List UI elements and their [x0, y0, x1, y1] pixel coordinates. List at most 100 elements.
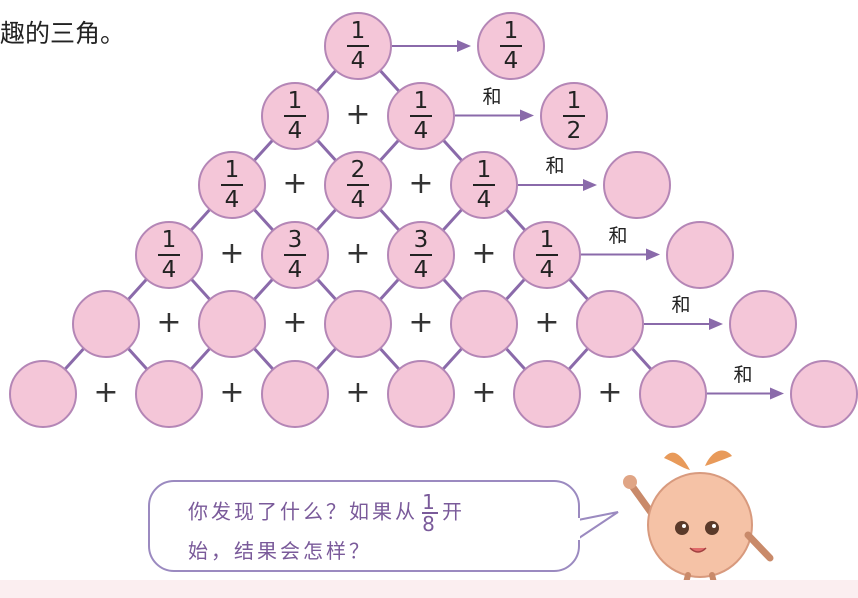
fraction-denominator: 4: [350, 187, 366, 213]
fraction-bar: [347, 45, 369, 47]
fraction-numerator: 1: [566, 87, 582, 114]
fraction-bar: [347, 184, 369, 186]
triangle-cell: [324, 290, 392, 358]
fraction-numerator: 1: [503, 18, 519, 44]
triangle-cell: [387, 359, 455, 428]
plus-sign: +: [345, 374, 371, 410]
plus-sign: +: [471, 235, 497, 271]
triangle-cell: [72, 290, 140, 358]
fraction-bar: [500, 45, 522, 47]
plus-sign: +: [408, 166, 434, 201]
triangle-cell: [9, 359, 77, 428]
bubble-line1-before: 你发现了什么？如果从: [188, 499, 418, 524]
sum-label: 和: [671, 294, 691, 316]
fraction-denominator: 4: [287, 117, 303, 144]
fraction-bar: [221, 184, 243, 186]
fraction-bar: [563, 114, 585, 117]
fraction-denominator: 4: [539, 256, 555, 283]
arrow-head: [709, 318, 723, 330]
triangle-cell: [261, 359, 329, 428]
sum-label: 和: [482, 85, 502, 108]
sum-label: 和: [608, 224, 628, 247]
fraction-denominator: 4: [224, 187, 240, 213]
sum-cell: [666, 220, 734, 289]
plus-sign: +: [471, 374, 497, 410]
fraction-denominator: 2: [566, 117, 582, 144]
fraction-bar: [284, 253, 306, 256]
plus-sign: +: [93, 374, 119, 410]
sum-cell: [603, 151, 671, 219]
arrow-head: [770, 387, 784, 400]
sum-cell: [729, 290, 797, 358]
arrow-head: [583, 179, 597, 191]
fraction-numerator: 1: [287, 87, 303, 114]
triangle-cell: [198, 290, 266, 358]
fraction-numerator: 1: [476, 157, 492, 183]
fraction-numerator: 1: [161, 226, 177, 253]
fraction-denominator: 4: [161, 256, 177, 283]
plus-sign: +: [408, 305, 434, 340]
arrow-head: [457, 40, 471, 52]
plus-sign: +: [345, 96, 371, 132]
fraction-numerator: 1: [224, 157, 240, 183]
sum-label: 和: [733, 363, 753, 386]
sum-cell: [790, 359, 858, 428]
fraction-numerator: 1: [539, 226, 555, 253]
triangle-cell: [513, 359, 581, 428]
speech-bubble: [148, 480, 580, 572]
fraction-denominator: 4: [503, 48, 519, 74]
fraction-denominator: 4: [287, 256, 303, 283]
fraction-numerator: 3: [413, 226, 429, 253]
fraction-denominator: 4: [476, 187, 492, 213]
plus-sign: +: [282, 305, 308, 340]
arrow-head: [520, 109, 534, 122]
fraction-numerator: 1: [350, 18, 366, 44]
fraction-bar: [410, 114, 432, 117]
fraction-denominator: 4: [413, 117, 429, 144]
fraction-bar: [284, 114, 306, 117]
plus-sign: +: [282, 166, 308, 201]
fraction-denominator: 4: [350, 48, 366, 74]
plus-sign: +: [597, 374, 623, 410]
triangle-cell: [450, 290, 518, 358]
bubble-fraction-num: 1: [422, 490, 438, 514]
fraction-numerator: 1: [413, 87, 429, 114]
plus-sign: +: [345, 235, 371, 271]
fraction-bar: [158, 253, 180, 256]
bubble-line1-after: 开: [442, 499, 465, 524]
arrow-head: [646, 248, 660, 261]
triangle-cell: [135, 359, 203, 428]
fraction-bar: [410, 253, 432, 256]
fraction-bar: [536, 253, 558, 256]
triangle-cell: [576, 290, 644, 358]
fraction-bar: [473, 184, 495, 186]
plus-sign: +: [156, 305, 182, 340]
fraction-numerator: 2: [350, 157, 366, 183]
fraction-numerator: 3: [287, 226, 303, 253]
plus-sign: +: [219, 235, 245, 271]
page-title: 趣的三角。: [0, 19, 126, 48]
page-bottom-band: [0, 580, 858, 598]
fraction-denominator: 4: [413, 256, 429, 283]
sum-label: 和: [545, 155, 565, 177]
plus-sign: +: [219, 374, 245, 410]
bubble-line2: 始，结果会怎样？: [188, 539, 372, 563]
triangle-cell: [639, 359, 707, 428]
bubble-fraction-den: 8: [422, 512, 438, 536]
plus-sign: +: [534, 305, 560, 340]
